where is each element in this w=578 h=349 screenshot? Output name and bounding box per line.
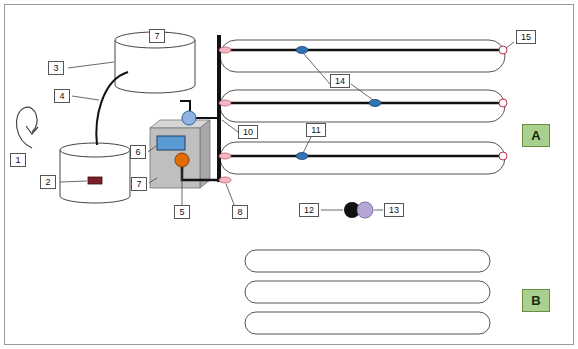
pump-housing: [150, 120, 210, 188]
callout-number: 3: [48, 61, 63, 75]
leader-lines: [60, 42, 514, 210]
filter: [182, 111, 196, 125]
circulation-arrow: [16, 107, 38, 148]
callout-number: 15: [516, 30, 536, 44]
callout-number: 14: [330, 74, 350, 88]
bed-b: [245, 250, 490, 334]
emitter: [296, 47, 381, 160]
callout-number: 12: [299, 203, 319, 217]
zone-label: A: [522, 124, 549, 147]
bed-a: [220, 40, 505, 174]
callout-number: 7: [131, 177, 146, 191]
valve: [175, 153, 189, 167]
end-cap: [499, 46, 507, 160]
zone-label: B: [522, 289, 549, 312]
callout-number: 4: [54, 89, 69, 103]
callout-number: 6: [130, 145, 145, 159]
sensor-probe: [357, 202, 373, 218]
callout-number: 8: [232, 205, 247, 219]
pipes: [180, 35, 502, 182]
hose: [96, 72, 128, 145]
mixing-tank: [60, 143, 130, 203]
callout-number: 13: [384, 203, 404, 217]
callout-number: 1: [10, 153, 25, 167]
callout-number: 5: [174, 205, 189, 219]
zone-letter: B: [531, 293, 540, 308]
zone-letter: A: [531, 128, 540, 143]
callout-number: 10: [238, 125, 258, 139]
callout-number: 7: [149, 29, 164, 43]
lateral-connector: [219, 47, 231, 183]
frame: [5, 5, 574, 345]
callout-number: 11: [306, 123, 325, 137]
callout-number: 2: [40, 175, 55, 189]
